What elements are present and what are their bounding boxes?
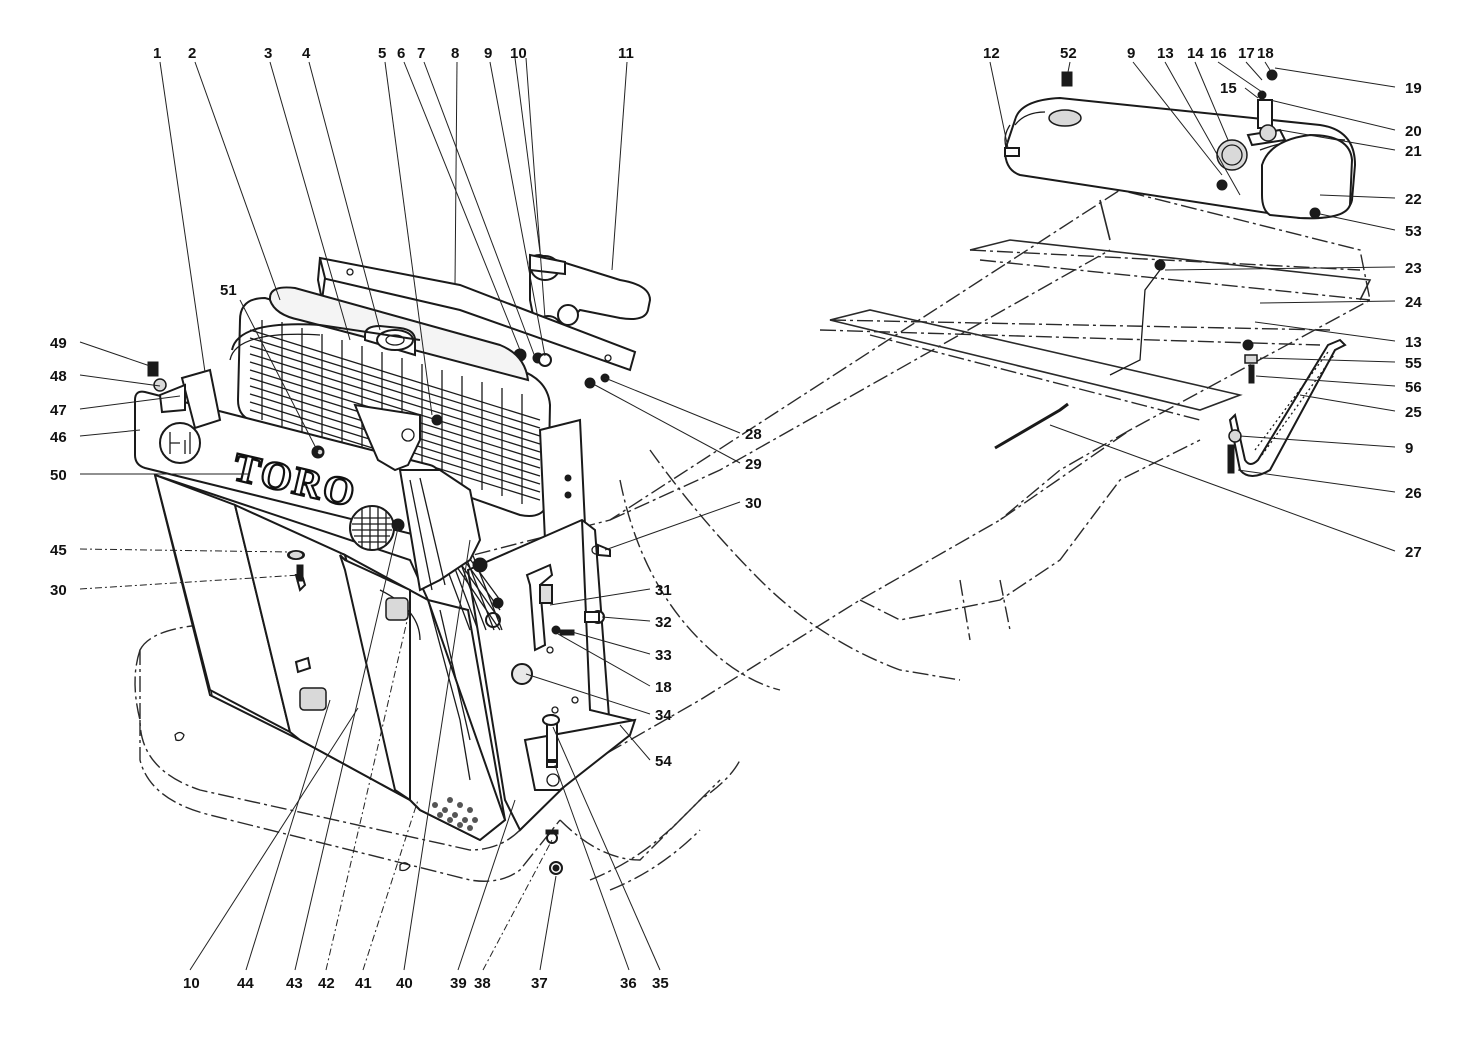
callout-9: 9 [484, 45, 492, 62]
callout-49: 49 [50, 335, 67, 352]
callout-9c: 9 [1405, 440, 1413, 457]
callout-51: 51 [220, 282, 237, 299]
callout-2: 2 [188, 45, 196, 62]
fuel-line [1109, 269, 1161, 376]
cross-members [829, 199, 1372, 411]
callout-55: 55 [1405, 355, 1422, 372]
callout-47: 47 [50, 402, 67, 419]
center-shroud-piece [353, 403, 488, 592]
callout-44: 44 [237, 975, 254, 992]
callout-1: 1 [153, 45, 161, 62]
callout-45: 45 [50, 542, 67, 559]
left-fasteners [288, 550, 304, 582]
cable-27 [994, 402, 1069, 450]
callout-18b: 18 [655, 679, 672, 696]
tank-strap [1004, 124, 1347, 477]
callout-3: 3 [264, 45, 272, 62]
callout-29: 29 [745, 456, 762, 473]
callout-33: 33 [655, 647, 672, 664]
callout-43: 43 [286, 975, 303, 992]
callout-13b: 13 [1405, 334, 1422, 351]
callout-41: 41 [355, 975, 372, 992]
callout-24: 24 [1405, 294, 1422, 311]
callout-12: 12 [983, 45, 1000, 62]
callout-25: 25 [1405, 404, 1422, 421]
callout-21: 21 [1405, 143, 1422, 160]
callout-37: 37 [531, 975, 548, 992]
grille-front-panel [153, 469, 507, 842]
fuel-tank [1003, 69, 1357, 220]
callout-10b: 10 [183, 975, 200, 992]
callout-39: 39 [450, 975, 467, 992]
grille-side-panel [466, 518, 637, 832]
callout-56: 56 [1405, 379, 1422, 396]
callout-11: 11 [618, 45, 634, 62]
callout-53: 53 [1405, 223, 1422, 240]
callout-54: 54 [655, 753, 672, 770]
callout-26: 26 [1405, 485, 1422, 502]
callout-36: 36 [620, 975, 637, 992]
callout-19: 19 [1405, 80, 1422, 97]
callout-20: 20 [1405, 123, 1422, 140]
callout-10: 10 [510, 45, 527, 62]
callout-14: 14 [1187, 45, 1204, 62]
front-nameplate: TORO [134, 390, 441, 551]
callout-38: 38 [474, 975, 491, 992]
callout-32: 32 [655, 614, 672, 631]
callout-46: 46 [50, 429, 67, 446]
callout-22: 22 [1405, 191, 1422, 208]
callout-7: 7 [417, 45, 425, 62]
callout-23: 23 [1405, 260, 1422, 277]
callout-5: 5 [378, 45, 386, 62]
bottom-fasteners [545, 829, 563, 875]
shroud-bracket [316, 256, 637, 389]
callout-52: 52 [1060, 45, 1077, 62]
radiator-side-bracket [538, 418, 587, 542]
chassis-frame [139, 189, 1371, 891]
callout-50: 50 [50, 467, 67, 484]
leader-lines [79, 57, 1396, 971]
callout-13: 13 [1157, 45, 1174, 62]
callout-30: 30 [745, 495, 762, 512]
bumper-shape [134, 649, 411, 872]
callout-17: 17 [1238, 45, 1255, 62]
callout-6: 6 [397, 45, 405, 62]
callout-35: 35 [652, 975, 669, 992]
callout-34: 34 [655, 707, 672, 724]
callout-48: 48 [50, 368, 67, 385]
callout-8: 8 [451, 45, 459, 62]
callout-labels: 1 2 3 4 5 6 7 8 9 10 11 12 52 9 13 14 16… [50, 45, 1422, 992]
callout-4: 4 [302, 45, 311, 62]
callout-42: 42 [318, 975, 335, 992]
callout-16: 16 [1210, 45, 1227, 62]
callout-18: 18 [1257, 45, 1274, 62]
callout-9b: 9 [1127, 45, 1135, 62]
top-left-bracket [147, 361, 222, 430]
callout-31: 31 [655, 582, 672, 599]
callout-15: 15 [1220, 80, 1237, 97]
callout-28: 28 [745, 426, 762, 443]
callout-30b: 30 [50, 582, 67, 599]
callout-27: 27 [1405, 544, 1422, 561]
callout-40: 40 [396, 975, 413, 992]
